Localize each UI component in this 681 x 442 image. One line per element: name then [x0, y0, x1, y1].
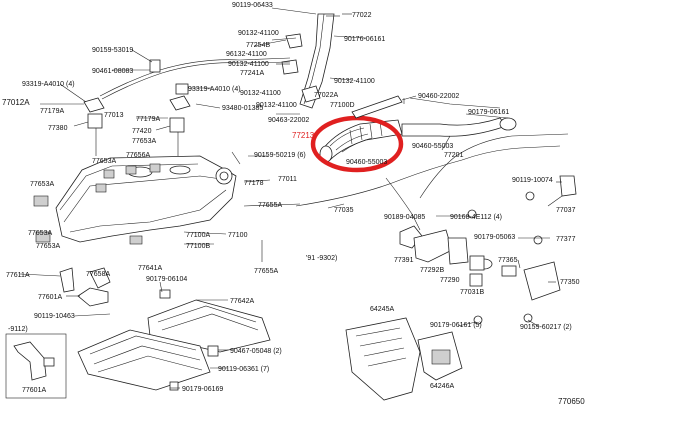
- part-label: 77022A: [314, 92, 338, 99]
- part-label: 77656A: [126, 152, 150, 159]
- fuel-tank: [33, 151, 241, 245]
- part-label: 77380: [48, 125, 68, 132]
- part-label: 77290: [440, 277, 460, 284]
- part-label: 77391: [394, 257, 414, 264]
- part-label: 77601A: [38, 294, 62, 301]
- breather-tubes: [351, 95, 517, 137]
- part-label: 64245A: [370, 306, 394, 313]
- part-label: 77611A: [6, 272, 30, 279]
- part-label: 90159-53019: [92, 47, 133, 54]
- part-label: 77100A: [186, 232, 210, 239]
- part-label: 90159-50219 (6): [254, 152, 306, 159]
- inset-note: -9112): [8, 326, 28, 333]
- part-label: 90463-22002: [268, 117, 309, 124]
- part-label: 90176-06161: [344, 36, 385, 43]
- part-label: 77037: [556, 207, 576, 214]
- part-label: 77035: [334, 207, 354, 214]
- part-label: 77642A: [230, 298, 254, 305]
- part-label: 77655A: [258, 202, 282, 209]
- part-label: 77012A: [2, 98, 30, 107]
- part-label: 90179-06161 (5): [430, 322, 482, 329]
- part-label: 77022: [352, 12, 372, 19]
- filler-door-parts: [399, 175, 577, 325]
- part-label: 77653A: [28, 230, 52, 237]
- part-label: 90179-06169: [182, 386, 223, 393]
- part-label: 90460-22002: [418, 93, 459, 100]
- part-label: 77100D: [330, 102, 355, 109]
- part-label: 90132-41100: [334, 78, 375, 85]
- part-label: 90460-55003: [412, 143, 453, 150]
- part-label: 90168-4E112 (4): [450, 214, 502, 221]
- part-label: 90461-08083: [92, 68, 133, 75]
- heat-shields: [345, 317, 463, 401]
- part-label: 77653A: [30, 181, 54, 188]
- part-label: 77365: [498, 257, 518, 264]
- part-label: 90132-41100: [256, 102, 297, 109]
- leader-lines: [19, 7, 563, 389]
- part-label: 77653A: [132, 138, 156, 145]
- part-label: 90132-41100: [240, 90, 281, 97]
- part-label: 90119-06361 (7): [218, 366, 269, 373]
- part-label: 77641A: [138, 265, 162, 272]
- diagram-id: 770650: [558, 397, 585, 406]
- part-label: 77350: [560, 279, 580, 286]
- part-label: 77179A: [136, 116, 160, 123]
- part-label: 77377: [556, 236, 576, 243]
- part-label: 93319-A4010 (4): [22, 81, 75, 88]
- part-labels: 90119-06433 77022 90132-41100 77254B 901…: [2, 2, 585, 406]
- part-label: 77201: [444, 152, 464, 159]
- part-label: 77013: [104, 112, 124, 119]
- part-label: 77011: [278, 176, 297, 183]
- part-label: 77420: [132, 128, 152, 135]
- inset-box: [5, 333, 67, 399]
- part-label: 90179-06104: [146, 276, 187, 283]
- part-label: 93319-A4010 (4): [188, 86, 241, 93]
- part-label: 77031B: [460, 289, 484, 296]
- part-label: 90189-04085: [384, 214, 425, 221]
- part-label: 77653A: [92, 158, 116, 165]
- part-label: 90119-06433: [232, 2, 273, 9]
- highlighted-part-label: 77213: [292, 131, 315, 140]
- part-label: 77100B: [186, 243, 210, 250]
- part-label: 90460-55003: [346, 159, 387, 166]
- part-label: 77241A: [240, 70, 264, 77]
- part-label: 90132-41100: [238, 30, 279, 37]
- filler-pipe-assembly: [271, 13, 367, 109]
- part-label: 90119-10463: [34, 313, 75, 320]
- tank-straps: [83, 59, 191, 156]
- part-label: 77179A: [40, 108, 64, 115]
- part-label: 90179-05063: [474, 234, 515, 241]
- date-note: '91 -9302): [306, 255, 337, 262]
- part-label: 77292B: [420, 267, 444, 274]
- part-label: 77100: [228, 232, 248, 239]
- part-label: 90159-60217 (2): [520, 324, 572, 331]
- part-label: 93480-01385: [222, 105, 263, 112]
- part-label: 77254B: [246, 42, 270, 49]
- tank-protector-plates: [59, 267, 271, 391]
- part-label: 77601A: [22, 387, 46, 394]
- part-label: 77653A: [36, 243, 60, 250]
- part-label: 90132-41100: [228, 61, 269, 68]
- part-label: 90179-06161: [468, 109, 509, 116]
- part-label: 64246A: [430, 383, 454, 390]
- part-label: 77178: [244, 180, 264, 187]
- part-label: 77658A: [86, 271, 110, 278]
- part-label: 90119-10074: [512, 177, 553, 184]
- part-label: 90467-05048 (2): [230, 348, 282, 355]
- part-label: 77655A: [254, 268, 278, 275]
- part-label: 96132-41100: [226, 51, 267, 58]
